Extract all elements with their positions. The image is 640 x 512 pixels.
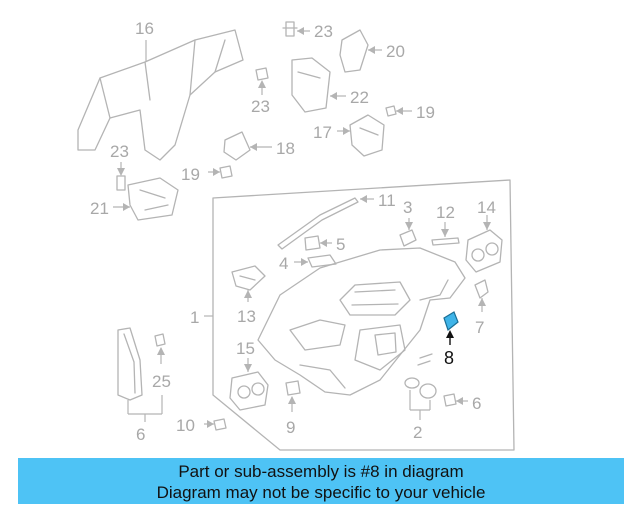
callout-19-left: 19 [181, 165, 200, 184]
part-24-side-panel [117, 327, 163, 422]
callout-23-mid: 23 [251, 97, 270, 116]
callout-1: 1 [190, 308, 199, 327]
callout-10: 10 [176, 416, 195, 435]
callout-23-top: 23 [314, 22, 333, 41]
callout-19-right: 19 [416, 103, 435, 122]
part-16-cross-beam [77, 29, 244, 161]
part-12-strip [431, 222, 460, 246]
dashboard-panel [257, 247, 466, 396]
part-17-bracket [337, 114, 385, 157]
part-8-highlighted [443, 311, 459, 345]
callout-16: 16 [135, 19, 154, 38]
callout-24: 6 [136, 425, 145, 444]
part-20-vent [339, 29, 382, 73]
part-6-screw [443, 393, 468, 407]
callout-5: 5 [336, 235, 345, 254]
parts-diagram: 16 23 20 23 22 19 17 [77, 19, 515, 451]
callout-13: 13 [237, 307, 256, 326]
part-21-bracket [113, 177, 179, 221]
part-7-clip [474, 279, 489, 312]
part-9-clip [285, 380, 301, 412]
part-23-clip-mid [255, 67, 269, 95]
callout-25: 25 [152, 372, 171, 391]
part-25-clip [154, 333, 166, 364]
callout-23-left: 23 [110, 142, 129, 161]
callout-7: 7 [475, 318, 484, 337]
part-23-clip-top [282, 21, 310, 37]
callout-12: 12 [436, 203, 455, 222]
part-2-grommets [404, 353, 437, 420]
callout-15: 15 [236, 339, 255, 358]
part-3-clip [399, 218, 417, 247]
callout-17: 17 [313, 123, 332, 142]
callout-4: 4 [279, 254, 288, 273]
part-15-vent [229, 358, 269, 411]
callout-20: 20 [386, 42, 405, 61]
part-11-trim-strip [277, 195, 374, 250]
part-13-vent [231, 265, 266, 302]
dashboard-frame-outline [212, 179, 515, 451]
banner-line-2: Diagram may not be specific to your vehi… [156, 483, 486, 502]
callout-21: 21 [90, 199, 109, 218]
info-banner: Part or sub-assembly is #8 in diagram Di… [18, 458, 624, 504]
part-23-clip-left [116, 162, 126, 191]
callout-8: 8 [444, 348, 454, 368]
callout-6: 6 [472, 394, 481, 413]
part-19-screw-left [208, 165, 233, 179]
part-19-screw-right [385, 105, 412, 117]
part-22-bracket [291, 57, 346, 113]
callout-18: 18 [276, 139, 295, 158]
callout-3: 3 [403, 198, 412, 217]
callout-9: 9 [286, 418, 295, 437]
part-18-bracket [223, 131, 272, 161]
part-4-strip [294, 254, 337, 268]
banner-line-1: Part or sub-assembly is #8 in diagram [178, 462, 464, 481]
part-10-screw [204, 418, 227, 431]
callout-2: 2 [413, 423, 422, 442]
callout-22: 22 [350, 88, 369, 107]
callout-14: 14 [477, 198, 496, 217]
part-5-nut [304, 235, 332, 251]
part-14-vent [465, 215, 503, 273]
callout-11: 11 [378, 191, 396, 210]
